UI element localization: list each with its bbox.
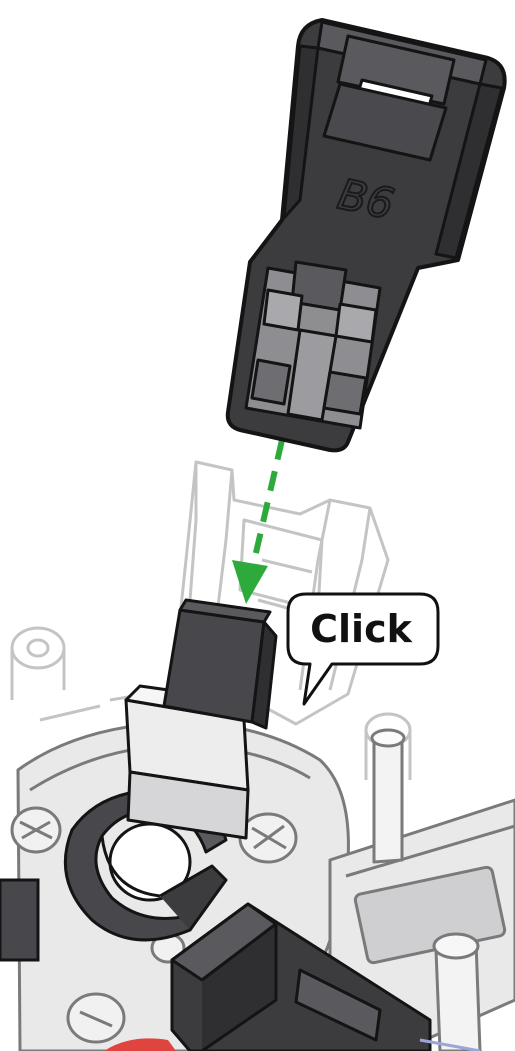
- left-dark-block: [0, 880, 38, 960]
- receiving-tab: [164, 600, 276, 728]
- click-callout-text: Click: [282, 592, 440, 666]
- b6-part: [228, 20, 505, 450]
- click-callout: Click: [282, 592, 440, 666]
